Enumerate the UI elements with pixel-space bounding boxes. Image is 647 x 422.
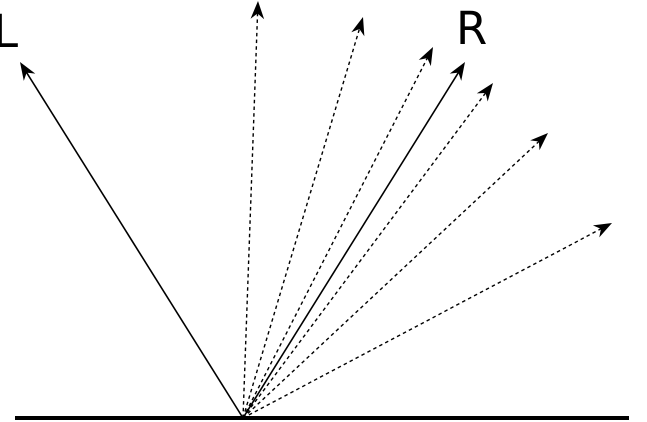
incident-ray-label: L (0, 5, 19, 58)
arrowhead-incident-l (20, 62, 36, 81)
ray-scattered-6 (242, 227, 603, 419)
ray-scattered-3 (242, 56, 429, 419)
ray-specular-r (242, 70, 460, 419)
ray-scattered-5 (242, 139, 541, 419)
arrowhead-scattered-1 (250, 1, 265, 20)
arrowhead-specular-r (449, 62, 465, 81)
arrowhead-scattered-3 (418, 47, 433, 67)
ray-scattered-1 (242, 11, 259, 419)
ray-scattered-2 (242, 27, 361, 419)
ray-incident-l (25, 70, 244, 419)
ray-scattered-4 (242, 91, 487, 419)
arrowhead-scattered-6 (592, 223, 612, 238)
arrowhead-scattered-5 (530, 133, 548, 151)
arrowhead-scattered-2 (351, 17, 365, 37)
arrowhead-scattered-4 (476, 83, 493, 102)
reflected-ray-label: R (456, 2, 488, 55)
